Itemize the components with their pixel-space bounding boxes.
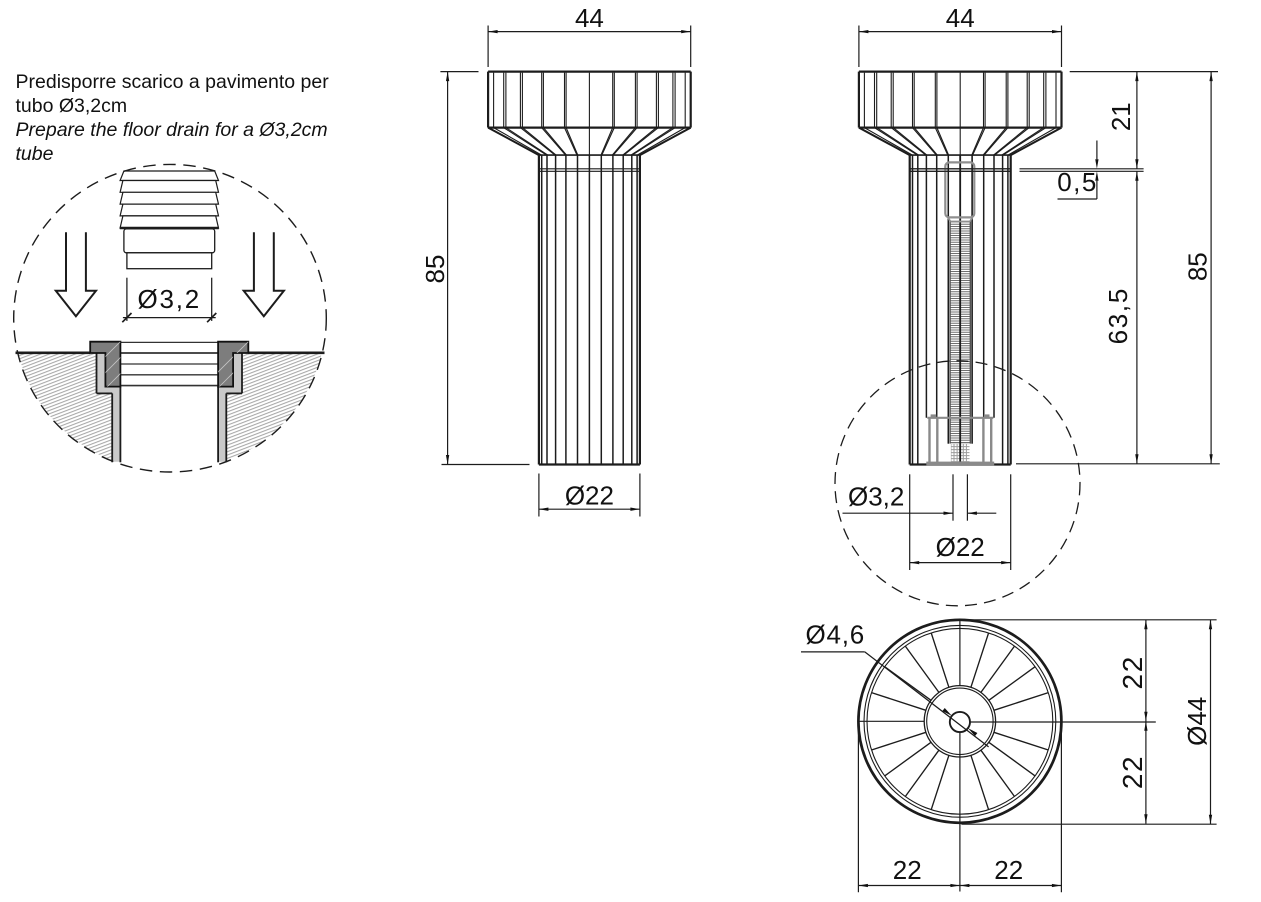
svg-text:Ø3,2: Ø3,2 bbox=[848, 481, 904, 511]
svg-text:22: 22 bbox=[1117, 755, 1148, 789]
svg-text:85: 85 bbox=[1182, 252, 1212, 281]
svg-text:Ø22: Ø22 bbox=[565, 480, 614, 510]
svg-text:44: 44 bbox=[575, 3, 604, 33]
svg-text:22: 22 bbox=[893, 855, 922, 885]
svg-text:Ø44: Ø44 bbox=[1182, 697, 1212, 746]
svg-text:Ø22: Ø22 bbox=[936, 532, 985, 562]
svg-text:22: 22 bbox=[994, 855, 1023, 885]
svg-text:63,5: 63,5 bbox=[1103, 287, 1133, 344]
svg-text:22: 22 bbox=[1117, 655, 1148, 689]
svg-text:21: 21 bbox=[1106, 102, 1136, 131]
svg-text:85: 85 bbox=[420, 255, 450, 284]
svg-text:Ø4,6: Ø4,6 bbox=[806, 620, 866, 650]
svg-text:44: 44 bbox=[946, 3, 975, 33]
svg-text:0,5: 0,5 bbox=[1057, 167, 1098, 197]
svg-text:Ø3,2: Ø3,2 bbox=[138, 284, 202, 314]
